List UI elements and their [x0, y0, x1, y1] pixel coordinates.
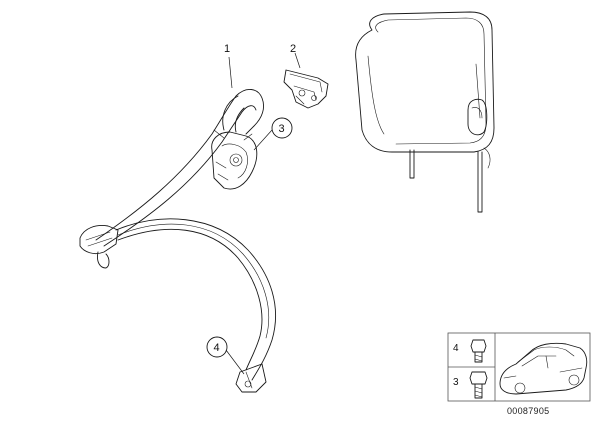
svg-text:3: 3: [279, 123, 285, 135]
svg-text:4: 4: [214, 342, 220, 354]
callout-4: 4: [206, 336, 228, 358]
legend-label-4: 4: [453, 343, 459, 354]
callout-3: 3: [271, 117, 293, 139]
guide-bracket-icon: [283, 52, 329, 109]
seat-belt-icon: [79, 56, 276, 393]
legend-label-3: 3: [453, 377, 459, 388]
document-number: 00087905: [507, 406, 549, 416]
callout-2: 2: [290, 43, 296, 55]
headrest-icon: [355, 11, 495, 213]
svg-text:2: 2: [290, 43, 296, 55]
svg-text:1: 1: [224, 43, 230, 55]
callout-1: 1: [224, 43, 230, 55]
bolt-icon: [469, 371, 488, 399]
car-silhouette-icon: [499, 342, 588, 395]
parts-legend: 4 3: [447, 332, 591, 402]
bolt-icon: [470, 339, 487, 363]
